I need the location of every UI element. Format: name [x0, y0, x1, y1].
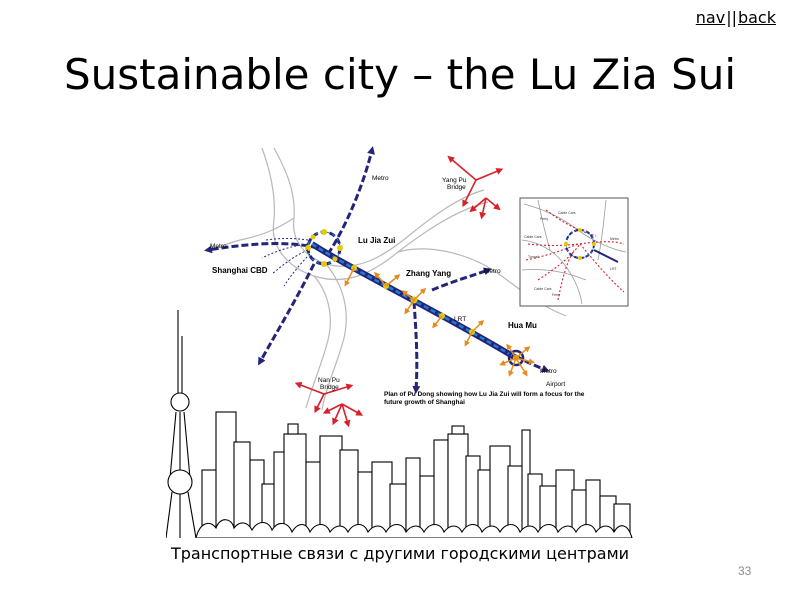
nav-links: nav||back: [696, 8, 776, 27]
inset-label-cable-cars-1: Cable Cars: [558, 211, 576, 215]
label-lu-jia-zui: Lu Jia Zui: [358, 236, 395, 245]
nav-link[interactable]: nav: [695, 8, 726, 27]
lu-jia-zui-ring: [305, 229, 343, 267]
metro-line-south: [412, 301, 421, 394]
label-shanghai-cbd: Shanghai CBD: [212, 266, 268, 275]
label-metro-top: Metro: [372, 175, 389, 182]
label-nan-pu-bridge-2: Bridge: [320, 384, 339, 391]
inset-label-tunnel: Tunnel: [528, 255, 539, 259]
label-yang-pu-bridge-1: Yang Pu: [442, 177, 467, 184]
lrt-corridor: [310, 241, 518, 361]
inset-map: Cable Cars Ferry Cable Cars Tunnel Metro…: [519, 197, 629, 307]
cbd-radial-lines: [261, 238, 311, 287]
inset-label-metro: Metro: [610, 237, 619, 241]
label-airport: Airport: [546, 381, 565, 388]
pudong-plan-illustration: Metro Yang Pu Bridge Metro Shanghai CBD …: [166, 146, 633, 538]
red-arrows-nan-pu: [294, 381, 364, 428]
label-metro-right: Metro: [540, 368, 557, 375]
inset-label-ferry: Ferry: [540, 217, 548, 221]
inset-label-cable-cars-3: Cable Cars: [534, 287, 552, 291]
label-hua-mu: Hua Mu: [508, 321, 537, 330]
inset-label-lrt: LRT: [610, 267, 617, 271]
slide-caption: Транспортные связи с другими городскими …: [170, 544, 630, 563]
metro-line-north: [326, 146, 375, 255]
inset-label-ferry-2: Ferry: [552, 293, 560, 297]
pudong-plan-figure: Metro Yang Pu Bridge Metro Shanghai CBD …: [166, 140, 636, 538]
red-arrows-yang-pu: [447, 155, 504, 220]
map-labels: Metro Yang Pu Bridge Metro Shanghai CBD …: [210, 175, 585, 406]
label-nan-pu-bridge-1: Nan Pu: [318, 377, 340, 384]
label-yang-pu-bridge-2: Bridge: [447, 184, 466, 191]
label-lrt: LRT: [454, 316, 466, 323]
back-link[interactable]: back: [737, 8, 776, 27]
nav-separator: ||: [726, 8, 737, 27]
inset-label-cable-cars-2: Cable Cars: [524, 235, 542, 239]
page-number: 33: [738, 564, 752, 578]
city-skyline: [166, 310, 633, 538]
label-metro-left: Metro: [210, 243, 227, 250]
plan-caption-line-1: Plan of Pu Dong showing how Lu Jia Zui w…: [384, 391, 585, 398]
orange-arrows: [344, 267, 535, 377]
label-zhang-yang: Zhang Yang: [406, 269, 451, 278]
plan-caption-line-2: future growth of Shanghai: [384, 399, 465, 406]
slide-title: Sustainable city – the Lu Zia Sui: [63, 50, 737, 99]
metro-line-east: [431, 267, 492, 292]
river-outline: [209, 147, 567, 411]
metro-line-southwest: [258, 263, 316, 366]
label-metro-mid: Metro: [484, 268, 501, 275]
